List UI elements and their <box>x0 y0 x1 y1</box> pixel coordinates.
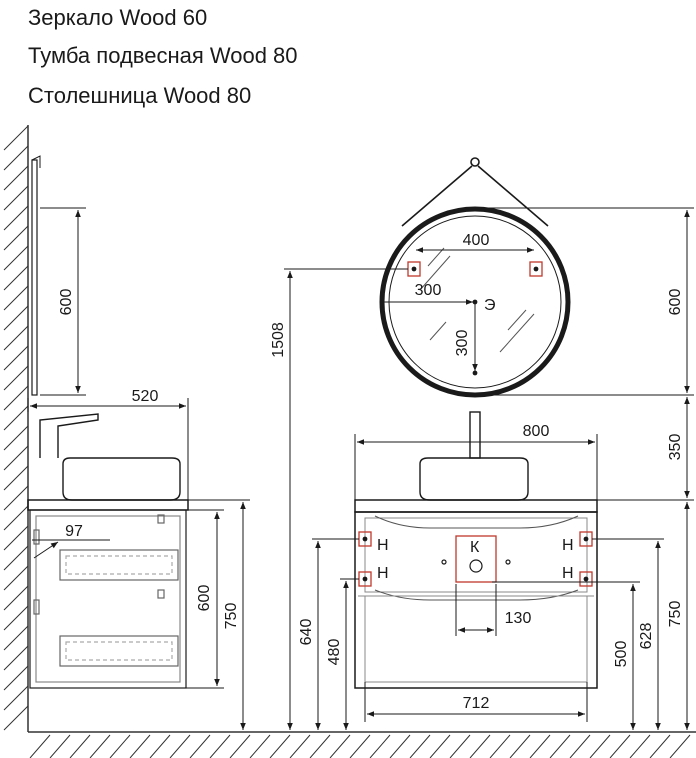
marker-dots <box>362 266 589 582</box>
front-faucet <box>469 411 481 459</box>
dim-side-total-height: 750 <box>223 603 240 630</box>
front-countertop <box>354 499 598 513</box>
dim-mirror-diameter: 600 <box>667 289 684 316</box>
label-water-top-right: Н <box>562 537 574 554</box>
label-electric: Э <box>484 297 496 314</box>
sewer-cutout <box>455 535 497 583</box>
front-dimension-labels: 400 300 300 600 350 750 1508 800 640 480… <box>270 232 684 712</box>
dim-mount-spacing: 400 <box>463 232 490 249</box>
dim-mirror-half: 300 <box>415 282 442 299</box>
connection-markers <box>358 261 593 587</box>
title-mirror: Зеркало Wood 60 <box>28 5 208 30</box>
side-countertop <box>27 499 189 511</box>
dim-height-640: 640 <box>298 619 315 646</box>
sewer-pipe <box>441 559 511 573</box>
dim-side-drawer-offset: 97 <box>65 523 83 540</box>
mirror-strap <box>401 157 549 227</box>
floor <box>28 731 696 758</box>
title-cabinet: Тумба подвесная Wood 80 <box>28 43 298 68</box>
label-water-bottom-right: Н <box>562 565 574 582</box>
dim-height-500: 500 <box>613 641 630 668</box>
dim-side-mirror-height: 600 <box>58 289 75 316</box>
wall-hatch <box>3 125 29 731</box>
dim-inner-width: 712 <box>463 695 490 712</box>
dim-height-628: 628 <box>638 623 655 650</box>
dim-front-width: 800 <box>523 423 550 440</box>
front-basin <box>419 457 529 501</box>
side-basin <box>62 457 181 501</box>
dim-height-480: 480 <box>326 639 343 666</box>
front-cabinet <box>354 511 598 689</box>
front-dimensions <box>284 207 694 730</box>
side-mirror <box>31 155 41 396</box>
side-dimensions <box>27 207 250 730</box>
side-dimension-labels: 600 520 97 600 750 <box>58 289 240 630</box>
dim-sewer-width: 130 <box>505 610 532 627</box>
label-water-top-left: Н <box>377 537 389 554</box>
title-countertop: Столешница Wood 80 <box>28 83 252 108</box>
dim-mirror-vertical: 300 <box>454 330 471 357</box>
mirror-mount-right <box>529 261 543 277</box>
label-sewer: К <box>470 539 480 556</box>
dim-side-depth: 520 <box>132 388 159 405</box>
dim-right-total-height: 750 <box>667 601 684 628</box>
side-view <box>27 155 189 689</box>
wall <box>3 125 29 732</box>
label-water-bottom-left: Н <box>377 565 389 582</box>
side-cabinet <box>29 509 187 689</box>
dim-floor-to-mount: 1508 <box>270 322 287 358</box>
side-faucet <box>39 413 99 458</box>
dim-mirror-gap: 350 <box>667 434 684 461</box>
water-inlet-bottom-right <box>579 571 593 587</box>
connection-labels: Э Н Н Н Н К <box>377 297 574 582</box>
dim-side-cabinet-height: 600 <box>196 585 213 612</box>
